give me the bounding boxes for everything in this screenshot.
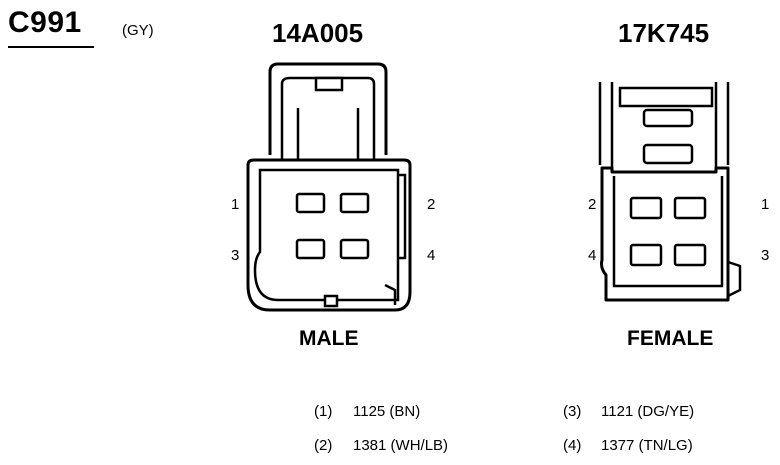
connector-id-underline (8, 46, 94, 48)
female-pin-label-top-right: 1 (761, 196, 770, 213)
female-side-latch (727, 260, 742, 298)
legend-pin-2: (2) (314, 437, 333, 454)
female-key-slot (642, 143, 694, 165)
female-pin-label-bottom-right: 3 (761, 247, 770, 264)
female-connector-drawing (598, 82, 742, 302)
male-cavity-2 (339, 192, 370, 214)
male-latch-tab (314, 76, 344, 92)
female-cavity-3 (673, 243, 707, 267)
left-part-number: 14A005 (272, 18, 364, 48)
legend-pin-3: (3) (563, 403, 582, 420)
male-pin-label-top-right: 2 (427, 196, 436, 213)
male-side-key (398, 173, 407, 260)
legend-pin-1: (1) (314, 403, 333, 420)
male-body-outer (246, 158, 412, 312)
legend-pin-4: (4) (563, 437, 582, 454)
female-body-outer (600, 166, 730, 302)
female-label: FEMALE (627, 327, 714, 350)
male-cavity-3 (295, 238, 326, 260)
female-cavity-4 (629, 243, 663, 267)
male-bottom-pin (323, 294, 339, 308)
legend-circuit-2: 1381 (WH/LB) (353, 437, 449, 454)
male-pin-label-top-left: 1 (231, 196, 240, 213)
female-cavity-2 (629, 196, 663, 220)
female-left-rails (598, 82, 614, 170)
legend-circuit-4: 1377 (TN/LG) (601, 437, 693, 454)
male-cavity-1 (295, 192, 326, 214)
connector-color-code: (GY) (122, 22, 154, 39)
female-pin-label-bottom-left: 4 (588, 247, 597, 264)
legend-circuit-1: 1125 (BN) (353, 403, 421, 420)
male-label: MALE (299, 327, 359, 350)
legend-circuit-3: 1121 (DG/YE) (601, 403, 695, 420)
female-pin-label-top-left: 2 (588, 196, 597, 213)
male-bottom-latch (384, 283, 397, 305)
male-body-inner (253, 168, 400, 302)
female-latch-slot (642, 108, 694, 128)
female-cavity-1 (673, 196, 707, 220)
male-latch-rails (296, 108, 360, 165)
connector-id: C991 (8, 6, 82, 39)
right-part-number: 17K745 (618, 18, 710, 48)
female-body-inner (612, 176, 724, 288)
male-cavity-4 (339, 238, 370, 260)
female-right-rails (714, 82, 730, 170)
female-latch-bar (618, 86, 714, 108)
male-connector-drawing (246, 62, 412, 312)
male-pin-label-bottom-left: 3 (231, 247, 240, 264)
male-pin-label-bottom-right: 4 (427, 247, 436, 264)
